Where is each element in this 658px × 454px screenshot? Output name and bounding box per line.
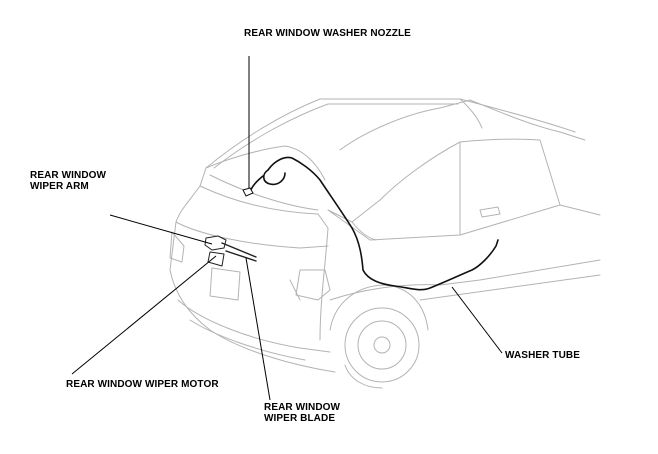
leader-lines: [71, 56, 503, 401]
label-washer-nozzle: REAR WINDOW WASHER NOZZLE: [244, 28, 411, 39]
label-wiper-blade: REAR WINDOW WIPER BLADE: [264, 402, 340, 424]
label-wiper-blade-line-1: REAR WINDOW: [264, 402, 341, 413]
label-washer-tube-text: WASHER TUBE: [505, 350, 580, 361]
label-wiper-arm-line-2: WIPER ARM: [30, 181, 89, 192]
washer-tube: [249, 156, 499, 291]
label-wiper-blade-line-2: WIPER BLADE: [264, 413, 336, 424]
label-wiper-motor-text: REAR WINDOW WIPER MOTOR: [66, 379, 219, 390]
label-wiper-arm: REAR WINDOW WIPER ARM: [30, 170, 106, 192]
leader-washer-tube: [451, 286, 503, 354]
washer-nozzle-shape: [242, 187, 254, 197]
leader-wiper-arm: [109, 214, 213, 245]
wiper-motor-shape: [204, 235, 227, 267]
wiper-arm-shape: [221, 242, 257, 262]
label-wiper-motor: REAR WINDOW WIPER MOTOR: [66, 379, 219, 390]
leader-wiper-motor: [71, 255, 217, 375]
vehicle-outline: [169, 98, 601, 389]
label-washer-tube: WASHER TUBE: [505, 350, 580, 361]
leader-wiper-blade: [245, 257, 271, 401]
label-wiper-arm-line-1: REAR WINDOW: [30, 170, 107, 181]
label-washer-nozzle-text: REAR WINDOW WASHER NOZZLE: [244, 28, 411, 39]
